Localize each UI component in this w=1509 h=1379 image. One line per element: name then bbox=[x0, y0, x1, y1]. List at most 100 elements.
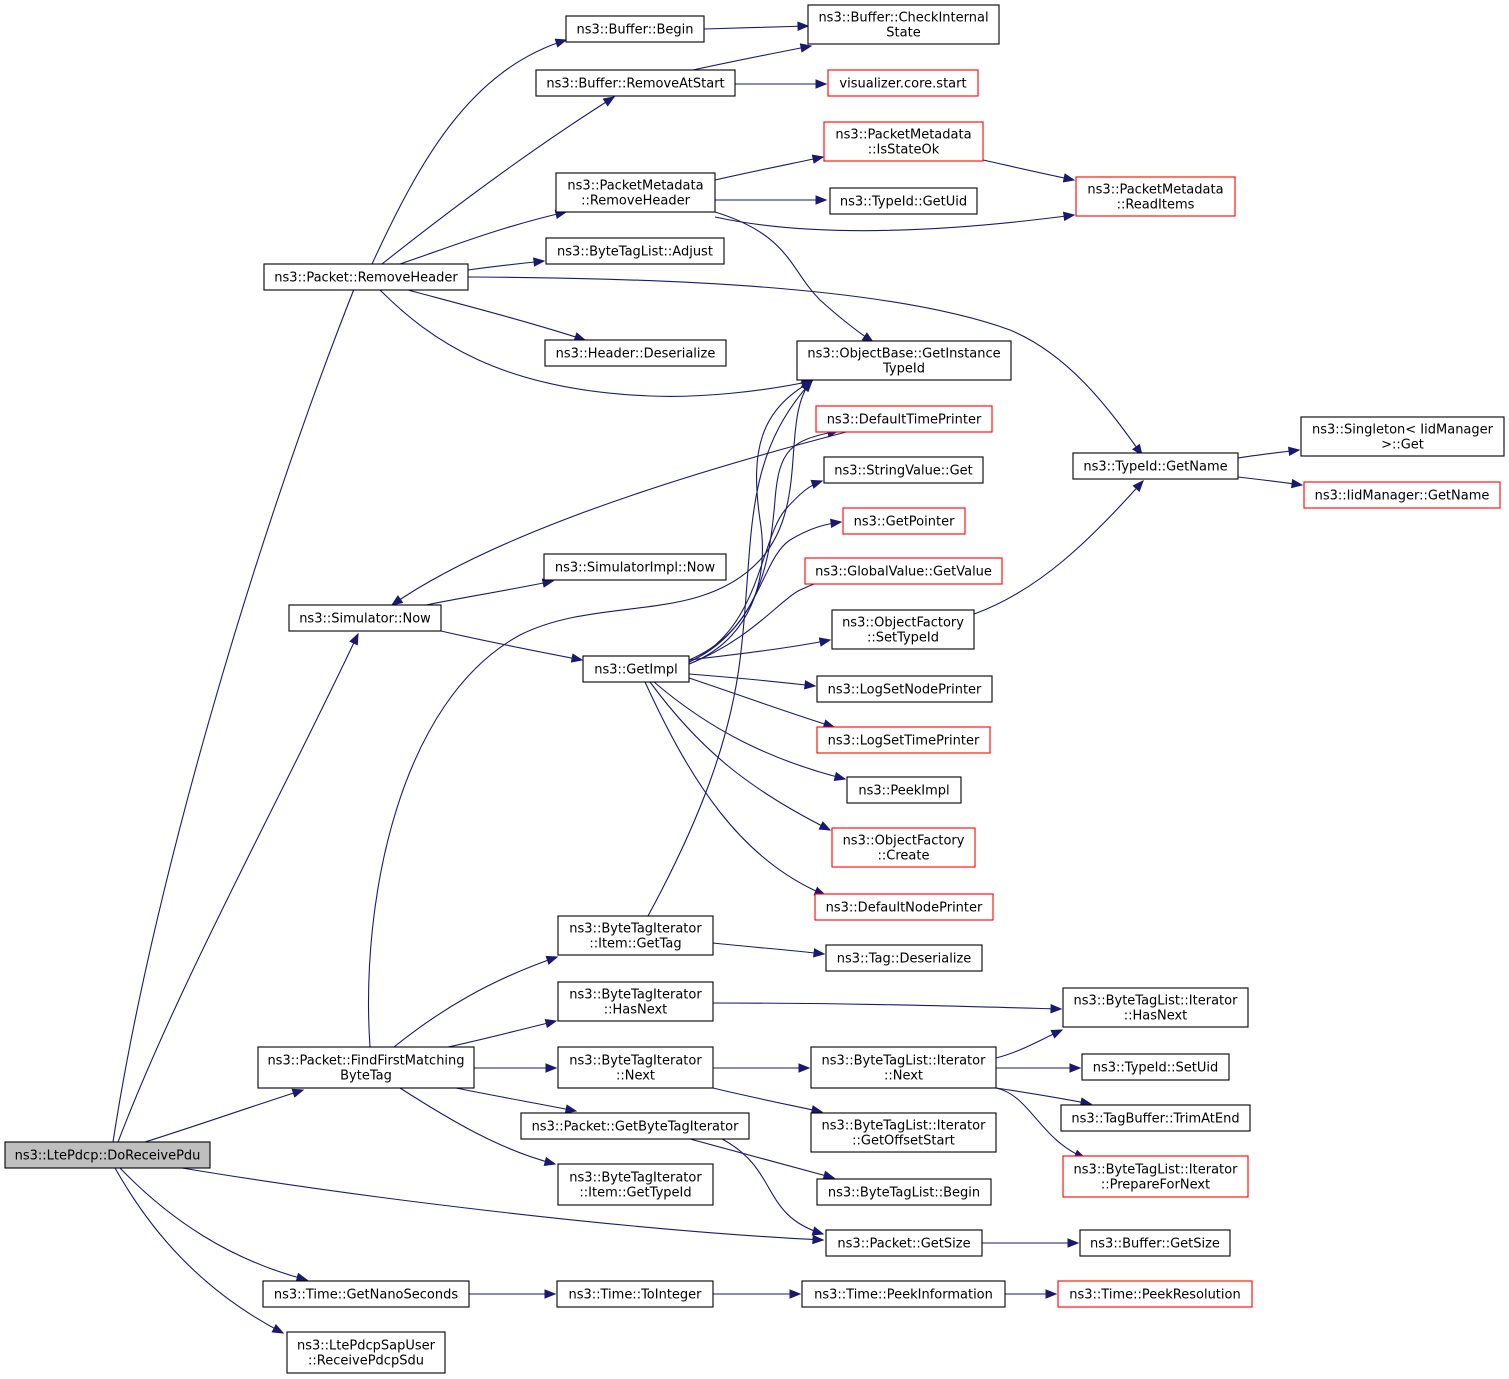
node-label-line: ::Create bbox=[878, 849, 930, 864]
node-logsettime[interactable]: ns3::LogSetTimePrinter bbox=[816, 726, 991, 754]
edge-line bbox=[114, 1167, 284, 1334]
node-stringvalue-get[interactable]: ns3::StringValue::Get bbox=[823, 456, 984, 484]
node-btl-begin[interactable]: ns3::ByteTagList::Begin bbox=[816, 1178, 992, 1206]
node-label-line: ns3::TypeId::GetName bbox=[1083, 460, 1227, 475]
node-root[interactable]: ns3::LtePdcp::DoReceivePdu bbox=[4, 1141, 211, 1169]
node-label-line: ns3::LogSetTimePrinter bbox=[828, 734, 980, 749]
edge-arrowhead bbox=[812, 1234, 825, 1245]
node-simimpl-now[interactable]: ns3::SimulatorImpl::Now bbox=[543, 553, 727, 581]
edge-getimpl-to-ob_getinst bbox=[688, 380, 814, 665]
node-bti-next[interactable]: ns3::ByteTagIterator::Next bbox=[557, 1046, 714, 1089]
node-buffer-begin[interactable]: ns3::Buffer::Begin bbox=[565, 15, 705, 43]
node-typeid-setuid[interactable]: ns3::TypeId::SetUid bbox=[1081, 1053, 1230, 1081]
node-pm-readitems[interactable]: ns3::PacketMetadata::ReadItems bbox=[1075, 176, 1236, 217]
node-header-deser[interactable]: ns3::Header::Deserialize bbox=[544, 339, 727, 367]
node-of-create[interactable]: ns3::ObjectFactory::Create bbox=[831, 827, 976, 868]
node-label-line: ns3::Buffer::GetSize bbox=[1090, 1237, 1220, 1252]
node-default-time-printer[interactable]: ns3::DefaultTimePrinter bbox=[815, 405, 993, 433]
node-packet-removeheader[interactable]: ns3::Packet::RemoveHeader bbox=[263, 263, 469, 291]
node-box bbox=[825, 944, 983, 972]
edge-line bbox=[399, 1087, 556, 1165]
node-bti-item-gettypeid[interactable]: ns3::ByteTagIterator::Item::GetTypeId bbox=[557, 1163, 714, 1206]
node-btli-getoffset[interactable]: ns3::ByteTagList::Iterator::GetOffsetSta… bbox=[810, 1112, 997, 1153]
node-bti-item-gettag[interactable]: ns3::ByteTagIterator::Item::GetTag bbox=[557, 915, 714, 956]
node-box bbox=[1079, 1229, 1231, 1257]
edge-arrowhead bbox=[545, 955, 559, 965]
node-vis-start[interactable]: visualizer.core.start bbox=[827, 69, 979, 97]
node-time-peekinfo[interactable]: ns3::Time::PeekInformation bbox=[801, 1280, 1006, 1308]
node-time-getnano[interactable]: ns3::Time::GetNanoSeconds bbox=[262, 1280, 470, 1308]
node-getimpl[interactable]: ns3::GetImpl bbox=[582, 655, 690, 683]
node-label-line: ns3::LogSetNodePrinter bbox=[828, 683, 982, 698]
node-packet-getbti[interactable]: ns3::Packet::GetByteTagIterator bbox=[520, 1112, 750, 1140]
node-ltepdcpsapuser[interactable]: ns3::LtePdcpSapUser::ReceivePdcpSdu bbox=[286, 1331, 446, 1374]
edge-arrowhead bbox=[789, 1289, 802, 1299]
node-pm-isstateok[interactable]: ns3::PacketMetadata::IsStateOk bbox=[823, 121, 984, 162]
node-typeid-getname[interactable]: ns3::TypeId::GetName bbox=[1072, 452, 1239, 480]
edge-pm_removeheader-to-typeid_getuid bbox=[715, 195, 828, 205]
edge-line bbox=[982, 159, 1075, 181]
node-iid-getname[interactable]: ns3::IidManager::GetName bbox=[1303, 481, 1501, 509]
node-pm-removeheader[interactable]: ns3::PacketMetadata::RemoveHeader bbox=[555, 172, 716, 213]
edge-arrowhead bbox=[544, 1289, 557, 1299]
edge-line bbox=[467, 260, 545, 271]
edge-arrowhead bbox=[544, 1018, 558, 1029]
node-peekimpl[interactable]: ns3::PeekImpl bbox=[846, 776, 962, 804]
node-box bbox=[831, 827, 976, 868]
edge-line bbox=[371, 39, 567, 265]
node-typeid-getuid[interactable]: ns3::TypeId::GetUid bbox=[829, 187, 978, 215]
node-label-line: ns3::GetPointer bbox=[854, 515, 955, 530]
node-globalvalue-get[interactable]: ns3::GlobalValue::GetValue bbox=[804, 557, 1003, 585]
edge-packet_getbti-to-packet_getsize bbox=[721, 1138, 825, 1236]
node-tagbuffer-trim[interactable]: ns3::TagBuffer::TrimAtEnd bbox=[1060, 1104, 1251, 1132]
node-singleton-get[interactable]: ns3::Singleton< IidManager>::Get bbox=[1300, 416, 1505, 457]
edge-line bbox=[181, 1167, 824, 1241]
node-label-line: ns3::Time::ToInteger bbox=[568, 1288, 702, 1303]
node-of-settypeid[interactable]: ns3::ObjectFactory::SetTypeId bbox=[831, 609, 975, 650]
node-box bbox=[846, 776, 962, 804]
node-label-line: ns3::Buffer::Begin bbox=[576, 23, 693, 38]
node-time-tointeger[interactable]: ns3::Time::ToInteger bbox=[556, 1280, 714, 1308]
node-time-peekres[interactable]: ns3::Time::PeekResolution bbox=[1057, 1280, 1253, 1308]
node-buffer-remove[interactable]: ns3::Buffer::RemoveAtStart bbox=[535, 69, 736, 97]
node-btl-adjust[interactable]: ns3::ByteTagList::Adjust bbox=[545, 237, 725, 265]
node-box bbox=[810, 1112, 997, 1153]
node-label-line: ns3::StringValue::Get bbox=[834, 464, 972, 479]
node-logsetnode[interactable]: ns3::LogSetNodePrinter bbox=[816, 675, 993, 703]
edge-line bbox=[712, 1087, 823, 1113]
node-label-line: ns3::Packet::GetByteTagIterator bbox=[532, 1120, 740, 1135]
node-btli-next[interactable]: ns3::ByteTagList::Iterator::Next bbox=[810, 1046, 997, 1089]
node-box bbox=[807, 4, 1000, 45]
node-bti-hasnext[interactable]: ns3::ByteTagIterator::HasNext bbox=[557, 981, 714, 1022]
node-box bbox=[545, 237, 725, 265]
edge-arrowhead bbox=[818, 637, 832, 647]
edge-arrowhead bbox=[602, 96, 616, 107]
node-label-line: ::GetOffsetStart bbox=[852, 1134, 955, 1149]
edge-arrowhead bbox=[291, 1088, 305, 1098]
edge-line bbox=[117, 633, 359, 1143]
node-box bbox=[288, 604, 442, 632]
node-getpointer[interactable]: ns3::GetPointer bbox=[842, 507, 966, 535]
node-buffer-getsize[interactable]: ns3::Buffer::GetSize bbox=[1079, 1229, 1231, 1257]
edge-time_getnano-to-time_tointeger bbox=[469, 1289, 557, 1299]
node-packet-getsize[interactable]: ns3::Packet::GetSize bbox=[825, 1229, 983, 1257]
edge-getimpl-to-of_create bbox=[649, 681, 832, 831]
node-tag-deser[interactable]: ns3::Tag::Deserialize bbox=[825, 944, 983, 972]
edge-line bbox=[712, 1002, 1062, 1010]
node-btli-hasnext[interactable]: ns3::ByteTagList::Iterator::HasNext bbox=[1062, 987, 1249, 1028]
node-label-line: ns3::IidManager::GetName bbox=[1315, 489, 1490, 504]
node-default-node-printer[interactable]: ns3::DefaultNodePrinter bbox=[814, 893, 994, 921]
edge-arrowhead bbox=[1050, 1029, 1064, 1039]
node-label-line: ::PrepareForNext bbox=[1101, 1178, 1210, 1193]
edge-arrowhead bbox=[1287, 446, 1301, 457]
edge-arrowhead bbox=[554, 38, 568, 48]
node-simulator-now[interactable]: ns3::Simulator::Now bbox=[288, 604, 442, 632]
node-btli-prepare[interactable]: ns3::ByteTagList::Iterator::PrepareForNe… bbox=[1062, 1155, 1249, 1198]
node-label-line: State bbox=[886, 26, 920, 41]
edge-arrowhead bbox=[804, 680, 817, 690]
edge-getimpl-to-getpointer bbox=[688, 518, 843, 663]
